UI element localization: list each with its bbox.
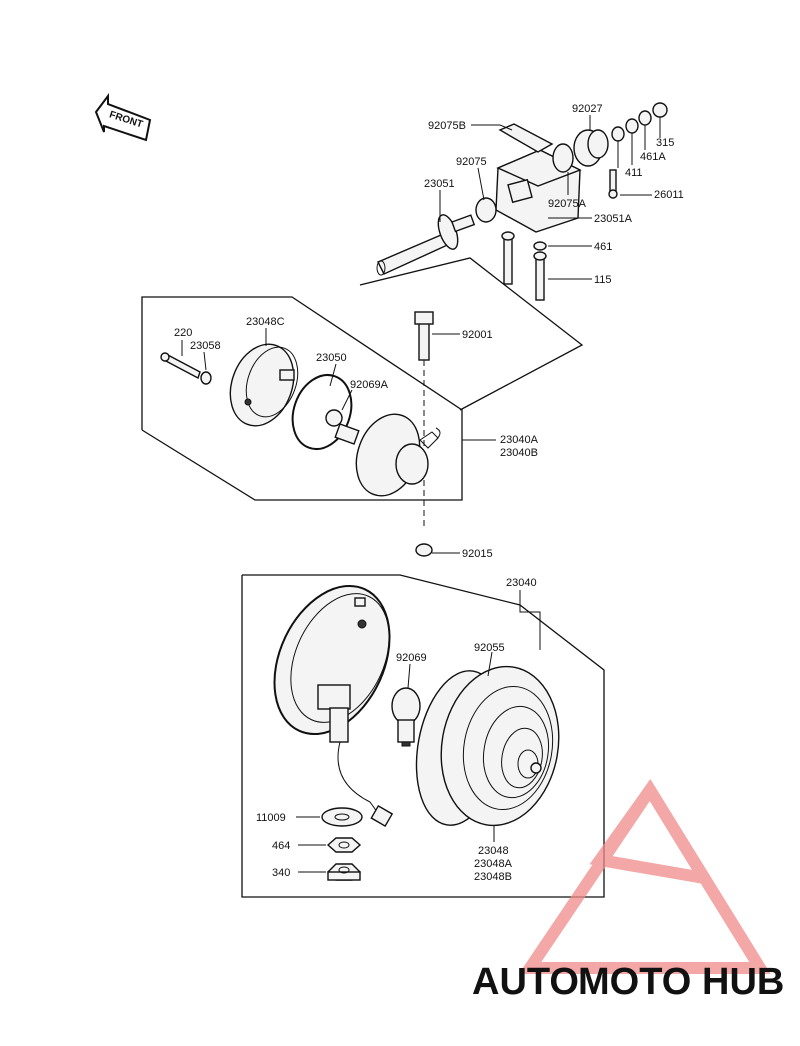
washer-464: [326, 837, 362, 853]
label-92069A: 92069A: [350, 379, 389, 391]
bushing-92075: [475, 197, 497, 223]
bolt-115: [533, 251, 547, 301]
label-461: 461: [594, 241, 612, 253]
label-92075B: 92075B: [428, 120, 466, 132]
label-26011: 26011: [654, 189, 684, 201]
leader-lines: [181, 115, 661, 873]
bushing-92075A: [552, 143, 574, 173]
front-arrow-icon: FRONT: [94, 93, 152, 142]
nut-92015: [415, 543, 433, 557]
label-23058: 23058: [190, 340, 221, 352]
label-92001: 92001: [462, 329, 493, 341]
label-23040: 23040: [506, 577, 537, 589]
lens-23048C: [229, 343, 299, 427]
label-464: 464: [272, 840, 290, 852]
watermark: AUTO MOTO HUB: [472, 778, 784, 1003]
label-411: 411: [625, 167, 643, 179]
pin-26011: [608, 169, 618, 199]
label-92069: 92069: [396, 652, 427, 664]
watermark-text-moto: MOTO: [578, 961, 691, 1003]
watermark-text-auto: AUTO: [472, 961, 579, 1003]
nut-461A: [638, 110, 652, 126]
label-23048: 23048: [478, 845, 509, 857]
washer-461: [533, 241, 547, 251]
signal-housing-assembly: [141, 296, 463, 557]
label-461A: 461A: [640, 151, 666, 163]
nut-340: [327, 863, 361, 881]
part-labels: 92075B 92027 92075 315 461A 411 23051 26…: [174, 103, 684, 883]
plate-92075B: [498, 123, 554, 153]
label-23040B: 23040B: [500, 447, 538, 459]
bulb-92069: [391, 687, 421, 747]
label-23050: 23050: [316, 352, 347, 364]
automotohub-logo-icon: [518, 778, 771, 974]
label-92075: 92075: [456, 156, 487, 168]
label-23051A: 23051A: [594, 213, 633, 225]
rim-housing-23040: [273, 584, 394, 828]
label-315: 315: [656, 137, 674, 149]
label-23051: 23051: [424, 178, 455, 190]
damper-92027: [573, 129, 609, 167]
washer-23058: [200, 371, 212, 385]
label-23040A: 23040A: [500, 434, 539, 446]
mount-assembly: [359, 102, 668, 411]
bolt-92001: [414, 311, 434, 530]
gasket-23050: [291, 374, 353, 450]
label-23048B: 23048B: [474, 871, 512, 883]
label-92075A: 92075A: [548, 198, 587, 210]
housing-23040A: [355, 413, 441, 497]
washer-411: [611, 126, 625, 142]
housing-frame: [141, 296, 463, 501]
label-92015: 92015: [462, 548, 493, 560]
bolt-461: [501, 231, 515, 285]
headlight-assembly: [241, 574, 605, 898]
lens-92055: [415, 665, 560, 827]
label-92027: 92027: [572, 103, 603, 115]
label-220: 220: [174, 327, 192, 339]
label-340: 340: [272, 867, 290, 879]
label-23048A: 23048A: [474, 858, 513, 870]
label-11009: 11009: [256, 812, 286, 824]
washer-11009: [321, 807, 363, 827]
watermark-text-hub: HUB: [702, 961, 784, 1003]
label-115: 115: [594, 274, 612, 286]
label-92055: 92055: [474, 642, 505, 654]
washer-461A: [625, 118, 639, 134]
nut-315: [652, 102, 668, 118]
label-23048C: 23048C: [246, 316, 285, 328]
shaft-23051: [376, 214, 476, 276]
screw-220: [160, 352, 201, 380]
bulb-92069A: [325, 409, 360, 445]
headlight-frame: [241, 574, 605, 898]
mount-frame: [359, 257, 584, 411]
